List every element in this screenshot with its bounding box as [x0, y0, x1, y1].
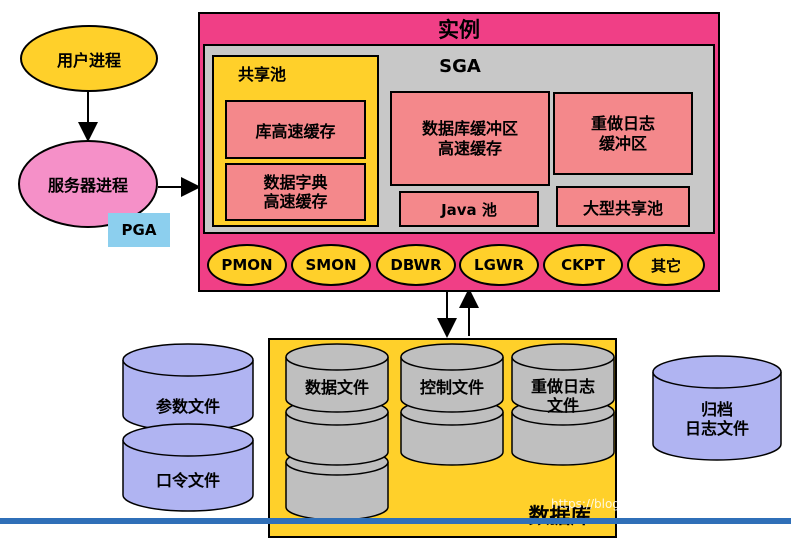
archive-files-cylinder	[652, 355, 782, 461]
pga-box: PGA	[108, 213, 170, 247]
redo-files-label: 重做日志 文件	[530, 376, 595, 415]
param-file-label: 参数文件	[155, 397, 220, 416]
data-files-label: 数据文件	[304, 378, 369, 397]
library-cache-box: 库高速缓存	[225, 100, 366, 159]
data-files-cylinder	[285, 343, 389, 521]
password-file-cylinder	[122, 423, 254, 512]
shared-pool-title: 共享池	[237, 65, 286, 84]
process-smon: SMON	[291, 244, 371, 286]
dictionary-cache-box: 数据字典 高速缓存	[225, 163, 366, 221]
process-lgwr: LGWR	[459, 244, 539, 286]
process-pmon: PMON	[207, 244, 287, 286]
bottom-bar	[0, 518, 791, 524]
param-file-cylinder	[122, 343, 254, 432]
process-other: 其它	[627, 244, 705, 286]
sga-title: SGA	[439, 55, 481, 77]
server-process-ellipse: 服务器进程	[18, 140, 158, 228]
redo-buffer-box: 重做日志 缓冲区	[553, 92, 693, 175]
archive-files-label: 归档 日志文件	[684, 399, 749, 438]
instance-title: 实例	[438, 18, 480, 42]
database-cylinders	[122, 343, 782, 521]
java-pool-box: Java 池	[399, 191, 539, 227]
process-ckpt: CKPT	[543, 244, 623, 286]
control-files-cylinder	[400, 343, 504, 466]
password-file-label: 口令文件	[155, 471, 220, 490]
watermark-text: https://blog.csdn.net/weixin_40406241	[550, 497, 785, 511]
connector-arrows	[78, 90, 479, 338]
user-process-ellipse: 用户进程	[20, 25, 158, 92]
control-files-label: 控制文件	[419, 378, 484, 397]
large-pool-box: 大型共享池	[556, 186, 690, 227]
process-dbwr: DBWR	[376, 244, 456, 286]
buffer-cache-box: 数据库缓冲区 高速缓存	[390, 91, 550, 186]
redo-files-cylinder	[511, 343, 615, 466]
